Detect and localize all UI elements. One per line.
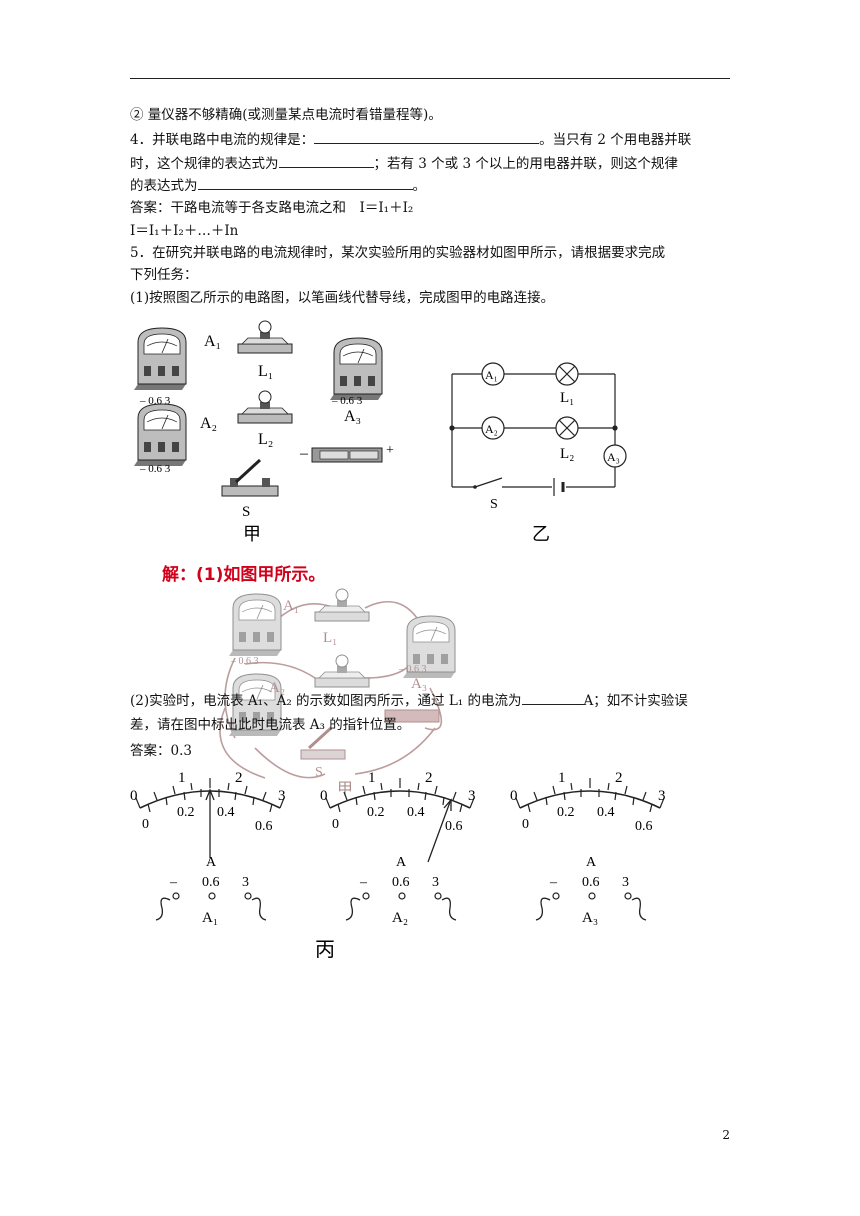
yi-label-l1: L₁: [560, 390, 574, 406]
yi-label-a3: A₃: [607, 450, 620, 464]
jia-scale-a3: – 0.6 3: [331, 395, 363, 407]
solution-scale-a1: – 0.6 3: [230, 656, 259, 667]
dial-terminal-label: 3: [242, 875, 249, 890]
question-4-line-3: 的表达式为。: [130, 177, 426, 194]
jia-label-l1: L₁: [258, 363, 273, 380]
jia-label-s: S: [242, 504, 250, 520]
dial-meter-label: A₃: [582, 910, 598, 926]
a1-needle-arrow: [205, 788, 215, 801]
dial-upper-tick: 0: [510, 788, 518, 804]
dial-upper-tick: 2: [425, 770, 433, 786]
dial-unit: A: [206, 855, 217, 870]
dial-terminal-label: 3: [622, 875, 629, 890]
dial-lower-tick: 0.2: [557, 805, 575, 820]
dial-lower-tick: 0: [332, 817, 339, 832]
solution-heading: 解：(1)如图甲所示。: [162, 565, 326, 585]
dial-upper-tick: 3: [658, 788, 666, 804]
dial-upper-tick: 3: [468, 788, 476, 804]
question-5-line-1: 5．在研究并联电路的电流规律时，某次实验所用的实验器材如图甲所示，请根据要求完成: [130, 245, 666, 261]
text-line-1: ② 量仪器不够精确(或测量某点电流时看错量程等)。: [130, 107, 442, 123]
dial-lower-tick: 0.4: [597, 805, 615, 820]
dial-terminal-label: 0.6: [202, 875, 220, 890]
dial-lower-tick: 0.6: [255, 819, 273, 834]
question-4-line-2: 时，这个规律的表达式为；若有 3 个或 3 个以上的用电器并联，则这个规律: [130, 155, 678, 172]
a2-needle-arrow: [443, 798, 452, 811]
dial-lower-tick: 0.6: [635, 819, 653, 834]
solution-label-a1: A₁: [283, 598, 299, 614]
dial-lower-tick: 0.4: [217, 805, 235, 820]
jia-label-a2: A₂: [200, 415, 217, 432]
dial-upper-tick: 0: [130, 788, 138, 804]
jia-label-a3: A₃: [344, 408, 361, 425]
bing-caption: 丙: [315, 939, 335, 961]
solution-scale-a3: – 0.6 3: [398, 664, 427, 675]
answer-blank-3[interactable]: [197, 177, 413, 190]
dial-terminal-label: 0.6: [392, 875, 410, 890]
header-rule: [130, 78, 730, 79]
dial-meter-label: A₁: [202, 910, 218, 926]
answer-5: 答案：0.3: [130, 743, 192, 759]
solution-label-a3: A₃: [411, 676, 427, 692]
figure-jia: A₁ – 0.6 3 L₁ – 0.6 3 A₃ A₂ – 0.6 3 L₂ –…: [133, 320, 394, 544]
solution-figure: A₁ L₁ A₃ A₂ – 0.6 3 – 0.6 3 S 甲: [219, 588, 456, 798]
dial-terminal-label: –: [549, 875, 558, 890]
dial-lower-tick: 0: [142, 817, 149, 832]
yi-label-a2: A₂: [485, 422, 498, 436]
dial-upper-tick: 1: [178, 770, 186, 786]
dial-upper-tick: 1: [368, 770, 376, 786]
dial-unit: A: [396, 855, 407, 870]
dial-upper-tick: 3: [278, 788, 286, 804]
solution-label-l1: L₁: [323, 630, 337, 646]
answer-4-line-1: 答案：干路电流等于各支路电流之和 I＝I₁＋I₂: [130, 200, 414, 216]
jia-caption: 甲: [243, 524, 261, 544]
page-number: 2: [722, 1128, 730, 1142]
dial-lower-tick: 0.2: [367, 805, 385, 820]
dial-meter-label: A₂: [392, 910, 408, 926]
dial-terminal-label: –: [169, 875, 178, 890]
yi-caption: 乙: [532, 524, 550, 544]
answer-4-line-2: I＝I₁＋I₂＋…＋In: [130, 223, 239, 239]
question-5-task-2-line-2: 差，请在图中标出此时电流表 A₃ 的指针位置。: [130, 717, 411, 733]
jia-battery-plus: +: [386, 443, 394, 458]
dial-upper-tick: 2: [615, 770, 623, 786]
dial-unit: A: [586, 855, 597, 870]
dial-lower-tick: 0.2: [177, 805, 195, 820]
dial-terminal-label: 0.6: [582, 875, 600, 890]
jia-label-a1: A₁: [204, 333, 221, 350]
yi-label-a1: A₁: [485, 368, 498, 382]
question-4-line-1: 4．并联电路中电流的规律是：。当只有 2 个用电器并联: [130, 131, 692, 148]
dial-terminal-label: 3: [432, 875, 439, 890]
answer-blank-2[interactable]: [278, 155, 374, 168]
jia-label-l2: L₂: [258, 431, 273, 448]
dial-upper-tick: 1: [558, 770, 566, 786]
answer-blank-4[interactable]: [521, 692, 584, 705]
figure-yi: A₁ A₂ A₃ L₁ L₂ S 乙: [449, 362, 627, 544]
dial-lower-tick: 0.4: [407, 805, 425, 820]
solution-caption: 甲: [337, 781, 353, 798]
dial-upper-tick: 2: [235, 770, 243, 786]
dial-lower-tick: 0: [522, 817, 529, 832]
dial-upper-tick: 0: [320, 788, 328, 804]
jia-battery-minus: –: [299, 445, 309, 462]
solution-label-a2: A₂: [269, 680, 285, 696]
yi-label-l2: L₂: [560, 446, 574, 462]
dial-lower-tick: 0.6: [445, 819, 463, 834]
answer-blank-1[interactable]: [314, 131, 540, 144]
a2-needle: [427, 801, 451, 863]
yi-label-s: S: [490, 497, 498, 512]
jia-scale-a2: – 0.6 3: [139, 463, 171, 475]
solution-label-s: S: [315, 765, 323, 780]
question-5-task-1: (1)按照图乙所示的电路图，以笔画线代替导线，完成图甲的电路连接。: [130, 290, 555, 306]
dial-terminal-label: –: [359, 875, 368, 890]
question-5-line-2: 下列任务：: [130, 267, 198, 283]
